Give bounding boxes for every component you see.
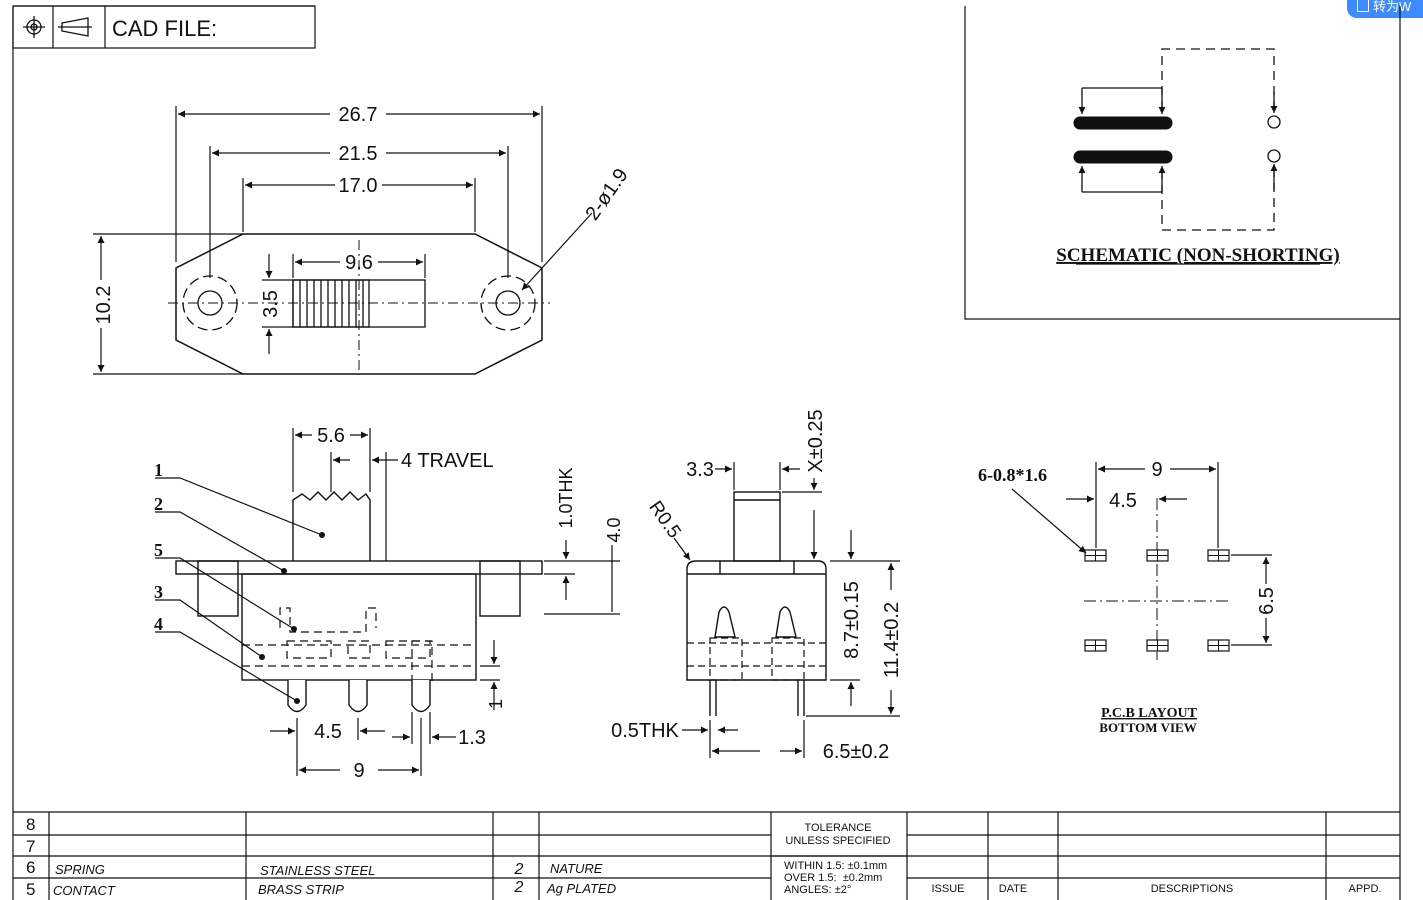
dim-travel: 4 TRAVEL bbox=[401, 450, 494, 472]
dim-total-height: 11.4±0.2 bbox=[881, 602, 903, 678]
crosshair-projection-icon bbox=[23, 16, 45, 38]
dim-radius: R0.5 bbox=[644, 497, 684, 542]
end-view: 3.3 X±0.25 R0.5 8.7±0.15 11.4±0.2 0.5THK… bbox=[611, 409, 903, 763]
row-number: 5 bbox=[26, 880, 35, 899]
dim-body-height: 10.2 bbox=[93, 286, 115, 325]
schematic-panel: SCHEMATIC (NON-SHORTING) bbox=[964, 6, 1400, 320]
top-view-dimensions bbox=[93, 106, 593, 375]
cone-projection-icon bbox=[58, 17, 92, 37]
tolerance-line: OVER 1.5: ±0.2mm bbox=[784, 872, 882, 884]
schematic-terminal bbox=[1267, 115, 1281, 129]
end-view-body bbox=[686, 491, 827, 716]
row-number: 6 bbox=[26, 858, 35, 877]
part-material: BRASS STRIP bbox=[258, 882, 344, 897]
schematic-dashed-frame bbox=[1161, 48, 1275, 231]
part-qty: 2 bbox=[514, 879, 524, 896]
pcb-title: P.C.B LAYOUT bbox=[1101, 706, 1197, 721]
issue-header: ISSUE bbox=[931, 883, 964, 895]
title-block-grid bbox=[13, 811, 1400, 900]
pcb-subtitle: BOTTOM VIEW bbox=[1099, 720, 1196, 735]
row-number: 8 bbox=[26, 815, 35, 834]
end-view-hidden-lines bbox=[687, 637, 826, 681]
date-header: DATE bbox=[999, 883, 1028, 895]
part-finish: NATURE bbox=[550, 861, 603, 876]
tolerance-line: ANGLES: ±2° bbox=[784, 884, 851, 896]
dim-hole-spacing: 21.5 bbox=[339, 143, 378, 165]
side-view-hidden-lines bbox=[242, 607, 476, 682]
dim-pin-spacing: 6.5±0.2 bbox=[823, 741, 890, 763]
dim-knob-width: 9.6 bbox=[345, 252, 373, 274]
approved-header: APPD. bbox=[1348, 883, 1381, 895]
convert-label: 转为W bbox=[1373, 0, 1412, 14]
pcb-pad-callout: 6-0.8*1.6 bbox=[978, 465, 1047, 485]
end-view-dimensions bbox=[673, 462, 900, 758]
schematic-contact-bars bbox=[1073, 116, 1173, 164]
side-view-body bbox=[175, 491, 543, 681]
callout-3: 3 bbox=[154, 582, 163, 602]
top-view-centerlines bbox=[168, 240, 550, 372]
schematic-arrows bbox=[1078, 87, 1278, 193]
dim-actuator-depth: 3.3 bbox=[686, 459, 714, 481]
top-view: 26.7 21.5 17.0 10.2 9.6 3.5 2-ø1.9 bbox=[93, 104, 633, 375]
side-view-dimensions bbox=[270, 428, 620, 776]
schematic-title: SCHEMATIC (NON-SHORTING) bbox=[1056, 245, 1339, 266]
slide-knob bbox=[292, 279, 426, 328]
hole-callout: 2-ø1.9 bbox=[581, 165, 632, 225]
pcb-dimensions bbox=[1011, 462, 1272, 646]
dim-pin-thickness: 0.5THK bbox=[611, 720, 679, 742]
pcb-dim-9: 9 bbox=[1151, 459, 1162, 481]
side-view-callout-dots bbox=[259, 532, 325, 704]
callout-2: 2 bbox=[154, 494, 163, 514]
descriptions-header: DESCRIPTIONS bbox=[1151, 883, 1234, 895]
pcb-dim-65: 6.5 bbox=[1256, 587, 1278, 615]
tolerance-line: WITHIN 1.5: ±0.1mm bbox=[784, 860, 887, 872]
callout-4: 4 bbox=[154, 614, 163, 634]
part-qty: 2 bbox=[514, 861, 524, 878]
cad-file-label: CAD FILE: bbox=[112, 16, 217, 41]
dim-actuator-height: X±0.25 bbox=[805, 409, 827, 472]
document-icon bbox=[1357, 0, 1369, 12]
row-number: 7 bbox=[26, 837, 35, 856]
title-block: 8 7 6 5 SPRING CONTACT STAINLESS STEEL B… bbox=[13, 811, 1400, 900]
dim-pin-span: 9 bbox=[353, 760, 364, 782]
sheet-border bbox=[12, 5, 1401, 900]
cad-file-header: CAD FILE: bbox=[12, 5, 316, 49]
callout-1: 1 bbox=[154, 460, 163, 480]
pcb-pad-marks bbox=[1085, 550, 1229, 651]
dim-flange-height: 4.0 bbox=[604, 517, 624, 542]
part-material: STAINLESS STEEL bbox=[260, 863, 375, 878]
part-name: SPRING bbox=[55, 862, 105, 877]
side-view: 1 2 5 3 4 bbox=[154, 425, 624, 782]
pcb-centerlines bbox=[1084, 498, 1232, 660]
tolerance-title: TOLERANCE bbox=[804, 822, 871, 834]
side-view-leaders bbox=[155, 477, 323, 702]
part-finish: Ag PLATED bbox=[546, 881, 616, 896]
side-view-pins bbox=[287, 680, 431, 713]
callout-5: 5 bbox=[154, 540, 163, 560]
dim-knob-height: 3.5 bbox=[260, 290, 282, 318]
part-name: CONTACT bbox=[53, 883, 116, 898]
pcb-dim-45: 4.5 bbox=[1109, 490, 1137, 512]
top-view-body bbox=[175, 233, 543, 375]
convert-to-word-button[interactable]: 转为W bbox=[1347, 0, 1423, 18]
dim-pin-pitch: 4.5 bbox=[314, 721, 342, 743]
dim-actuator-width: 5.6 bbox=[317, 425, 345, 447]
dim-one: 1 bbox=[486, 699, 506, 709]
dim-body-height-87: 8.7±0.15 bbox=[841, 581, 863, 659]
schematic-terminal bbox=[1267, 149, 1281, 163]
dim-slot-length: 17.0 bbox=[339, 175, 378, 197]
tolerance-subtitle: UNLESS SPECIFIED bbox=[785, 835, 890, 847]
pcb-layout: 6-0.8*1.6 9 4.5 6.5 P.C.B LAYOUT BOTTOM … bbox=[978, 459, 1278, 735]
dim-overall-length: 26.7 bbox=[339, 104, 378, 126]
dim-pin-width: 1.3 bbox=[458, 727, 486, 749]
dim-thickness: 1.0THK bbox=[556, 467, 576, 528]
